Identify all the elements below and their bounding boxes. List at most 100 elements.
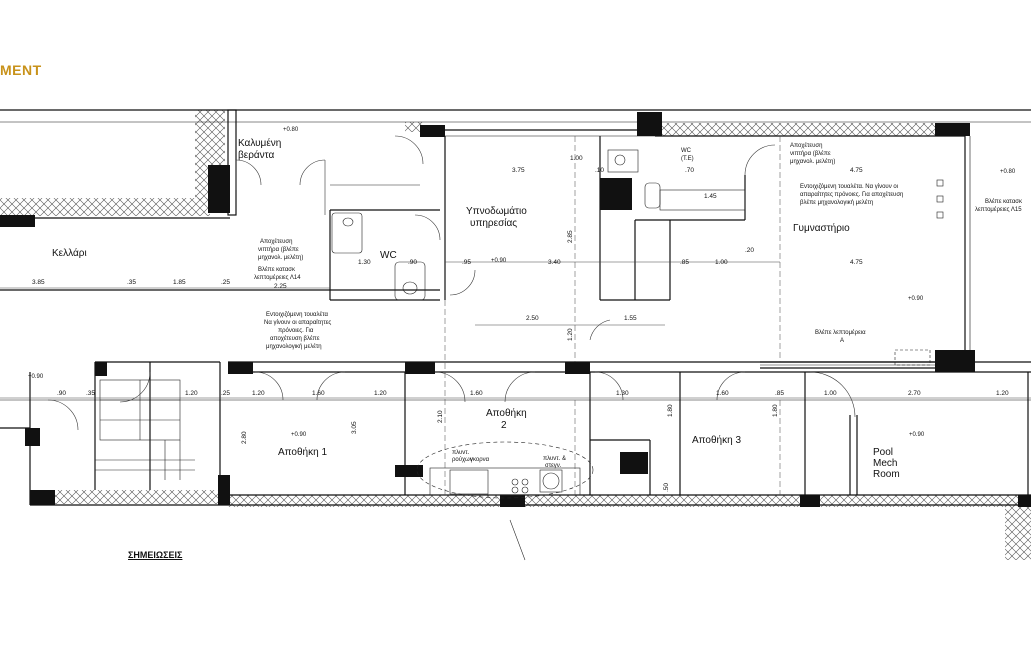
dim: 1.00: [570, 155, 583, 162]
dim: 2.50: [526, 315, 539, 322]
note-sink-drain-left-2: νιπτήρα (βλέπε: [258, 246, 299, 253]
dim: 3.85: [32, 279, 45, 286]
label-veranda-line1: Καλυμένη: [238, 137, 281, 149]
note-see-detail-15-2: λεπτομέρειες Λ15: [975, 206, 1022, 213]
dim: 2.85: [567, 230, 574, 243]
room-labels: Καλυμένη βεράντα Κελλάρι WC Υπνοδωμάτιο …: [52, 137, 900, 480]
dim: 1.60: [716, 390, 729, 397]
level-marker: +0.90: [908, 296, 924, 302]
note-sink-drain-top-3: μηχανολ. μελέτη): [790, 158, 835, 165]
dim: 1.00: [715, 259, 728, 266]
label-wc-te-line1: WC: [681, 148, 692, 154]
label-gym: Γυμναστήριο: [793, 222, 850, 234]
dim: .35: [127, 279, 136, 286]
dim: 1.85: [173, 279, 186, 286]
note-see-detail-15-1: Βλέπε κατασκ: [985, 198, 1023, 205]
note-sink-drain-left-3: μηχανολ. μελέτη): [258, 254, 303, 261]
note-see-details-a-1: Βλέπε λεπτομέρεια: [815, 329, 866, 336]
note-washer-2: ρούχων: [452, 457, 473, 463]
label-storage-2b: 2: [501, 420, 507, 431]
level-marker: +0.90: [28, 374, 44, 380]
dim: .20: [745, 247, 754, 254]
dim: 1.20: [185, 390, 198, 397]
dim: 1.20: [996, 390, 1009, 397]
dim: .70: [685, 167, 694, 174]
note-washer-1: πλυντ.: [452, 450, 470, 456]
level-marker: +0.80: [1000, 169, 1016, 175]
dim: 2.25: [274, 283, 287, 290]
columns: [0, 112, 1031, 507]
dim: 3.75: [512, 167, 525, 174]
dim: .85: [775, 390, 784, 397]
level-marker: +0.90: [491, 258, 507, 264]
label-cellar: Κελλάρι: [52, 247, 87, 259]
label-wc-te-line2: (Τ.Ε): [681, 156, 694, 162]
dim: .95: [462, 259, 471, 266]
note-builtin-toilet-top-3: βλέπε μηχανολογική μελέτη: [800, 199, 873, 206]
fixtures: [95, 149, 944, 561]
dim: .35: [86, 390, 95, 397]
dimensions: 3.85 .35 1.85 .25 2.25 1.30 .90 3.75 1.0…: [32, 155, 1009, 492]
label-storage-3: Αποθήκη 3: [692, 434, 741, 446]
dim: 2.10: [437, 410, 444, 423]
dim: 2.70: [908, 390, 921, 397]
label-wc: WC: [380, 250, 397, 261]
dim: 1.60: [470, 390, 483, 397]
label-storage-1: Αποθήκη 1: [278, 446, 327, 458]
dim: .85: [680, 259, 689, 266]
note-dryer-2: στεγν.: [545, 463, 562, 469]
earth-hatching: [0, 110, 1031, 560]
dim: 1.45: [704, 193, 717, 200]
label-staff-bedroom-line2: υπηρεσίας: [470, 217, 517, 229]
level-marker: +0.80: [283, 127, 299, 133]
note-builtin-toilet-mid-4: αποχέτευση βλέπε: [270, 335, 320, 342]
note-see-details-a-2: A: [840, 338, 844, 344]
note-sink-drain-left-1: Αποχέτευση: [260, 238, 292, 245]
label-veranda-line2: βεράντα: [238, 149, 274, 161]
dim: 1.80: [772, 404, 779, 417]
dim: 1.30: [616, 390, 629, 397]
note-washer-3: γκορνα: [470, 457, 490, 463]
dim: 1.30: [358, 259, 371, 266]
level-markers: +0.80 +0.90 +0.90 +0.90 +0.90 +0.90 +0.8…: [28, 127, 1016, 438]
note-dryer-1: πλυντ. &: [543, 456, 566, 462]
note-see-detail-14-2: λεπτομέρειες Λ14: [254, 274, 301, 281]
note-builtin-toilet-top-1: Εντοιχιζόμενη τουαλέτα. Να γίνουν οι: [800, 183, 899, 190]
dim: 1.20: [567, 328, 574, 341]
label-staff-bedroom-line1: Υπνοδωμάτιο: [466, 205, 527, 217]
label-pool-line2: Mech: [873, 458, 897, 469]
annotations: Αποχέτευση νιπτήρα (βλέπε μηχανολ. μελέτ…: [254, 142, 1023, 469]
dim: 1.60: [312, 390, 325, 397]
dim: 4.75: [850, 259, 863, 266]
level-marker: +0.90: [291, 432, 307, 438]
note-builtin-toilet-top-2: απαραίτητες πρόνοιες. Για αποχέτευση: [800, 191, 903, 198]
dim: 3.40: [548, 259, 561, 266]
dim: 4.75: [850, 167, 863, 174]
dim: 3.05: [351, 421, 358, 434]
note-builtin-toilet-mid-1: Εντοιχιζόμενη τουαλέτα: [266, 311, 328, 318]
dim: 1.00: [824, 390, 837, 397]
dim: 1.80: [667, 404, 674, 417]
note-builtin-toilet-mid-5: μηχανολογική μελέτη: [266, 343, 322, 350]
dim: 2.80: [241, 431, 248, 444]
dim: .10: [595, 167, 604, 174]
note-builtin-toilet-mid-3: πρόνοιες. Για: [278, 327, 314, 334]
notes-heading: ΣΗΜΕΙΩΣΕΙΣ: [128, 550, 183, 560]
dim: .25: [221, 390, 230, 397]
reference-lines: [0, 136, 1031, 495]
dim: .25: [221, 279, 230, 286]
note-sink-drain-top-1: Αποχέτευση: [790, 142, 822, 149]
dim: 1.20: [374, 390, 387, 397]
note-sink-drain-top-2: νιπτήρα (βλέπε: [790, 150, 831, 157]
dim: .90: [408, 259, 417, 266]
drawing-title: MENT: [0, 62, 42, 78]
label-pool-line1: Pool: [873, 447, 893, 458]
dim: .90: [57, 390, 66, 397]
walls: [0, 109, 1031, 506]
dim: 1.55: [624, 315, 637, 322]
note-builtin-toilet-mid-2: Να γίνουν οι απαραίτητες: [264, 320, 331, 326]
doors: [47, 135, 856, 431]
note-see-detail-14-1: Βλέπε κατασκ: [258, 266, 296, 273]
label-storage-2a: Αποθήκη: [486, 407, 527, 419]
